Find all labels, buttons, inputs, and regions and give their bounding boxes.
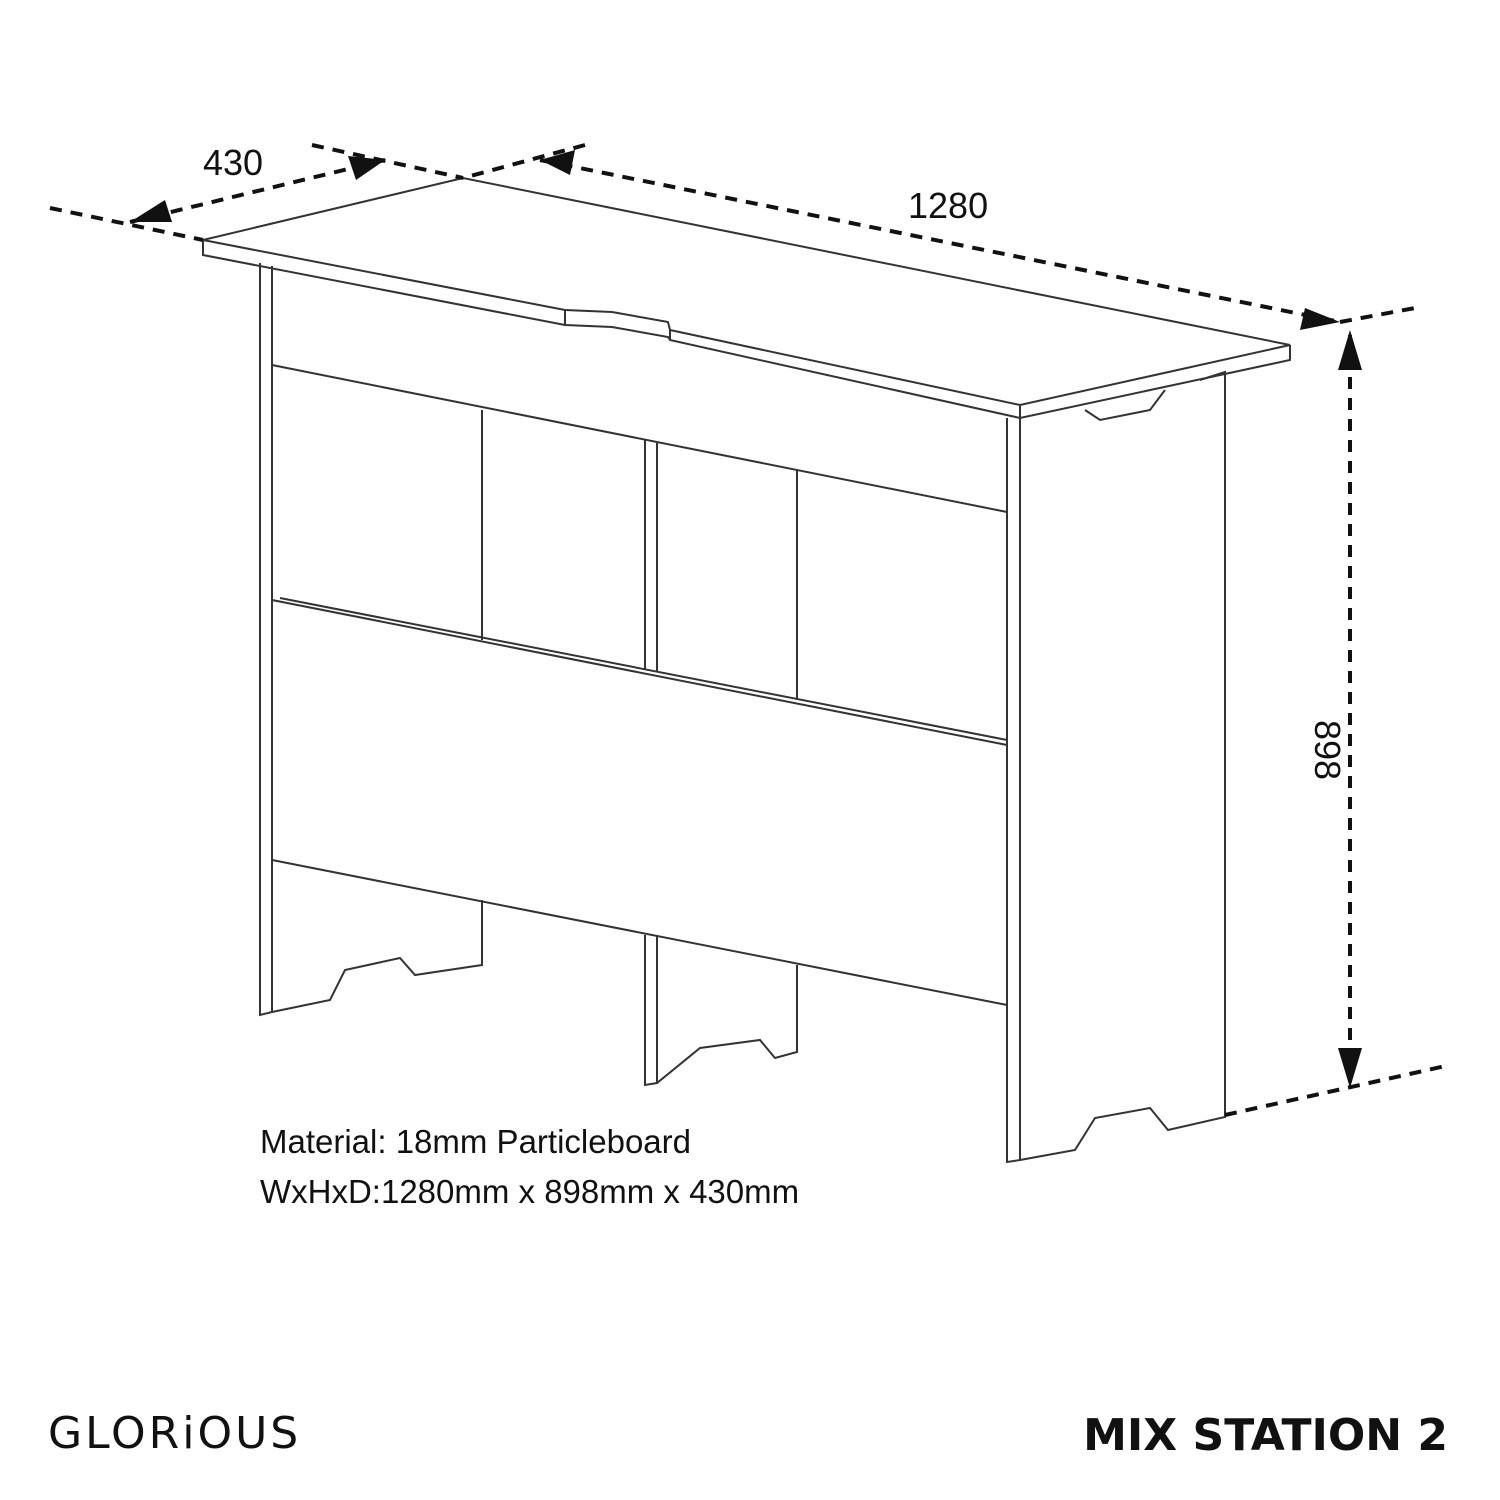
arrowheads	[130, 150, 1362, 1088]
right-leg	[1006, 418, 1021, 1164]
brand-logo: GLORiOUS	[48, 1408, 302, 1459]
material-spec: Material: 18mm Particleboard	[260, 1123, 691, 1160]
size-spec: WxHxD:1280mm x 898mm x 430mm	[260, 1173, 800, 1210]
arrow-icon	[1338, 1048, 1362, 1088]
arrow-icon	[1300, 308, 1340, 330]
height-label: 898	[1307, 720, 1348, 781]
dimension-lines	[49, 143, 1451, 1117]
arrow-icon	[130, 200, 172, 222]
desktop-top	[202, 176, 1291, 407]
arrow-icon	[348, 156, 385, 180]
width-label: 1280	[908, 185, 989, 226]
depth-extension-left	[49, 206, 204, 242]
product-title: MIX STATION 2	[1083, 1410, 1448, 1461]
desk-outline	[202, 176, 1291, 1164]
width-dimension-line	[539, 158, 1341, 324]
depth-label: 430	[203, 142, 264, 183]
depth-extension-right	[311, 143, 464, 180]
height-extension-bottom	[1224, 1063, 1451, 1117]
depth-dimension-line	[129, 158, 386, 224]
arrow-icon	[1338, 330, 1362, 370]
width-extension-left	[462, 143, 586, 180]
left-leg	[259, 263, 273, 1017]
width-extension-right	[1339, 306, 1416, 324]
arrow-icon	[540, 150, 575, 175]
